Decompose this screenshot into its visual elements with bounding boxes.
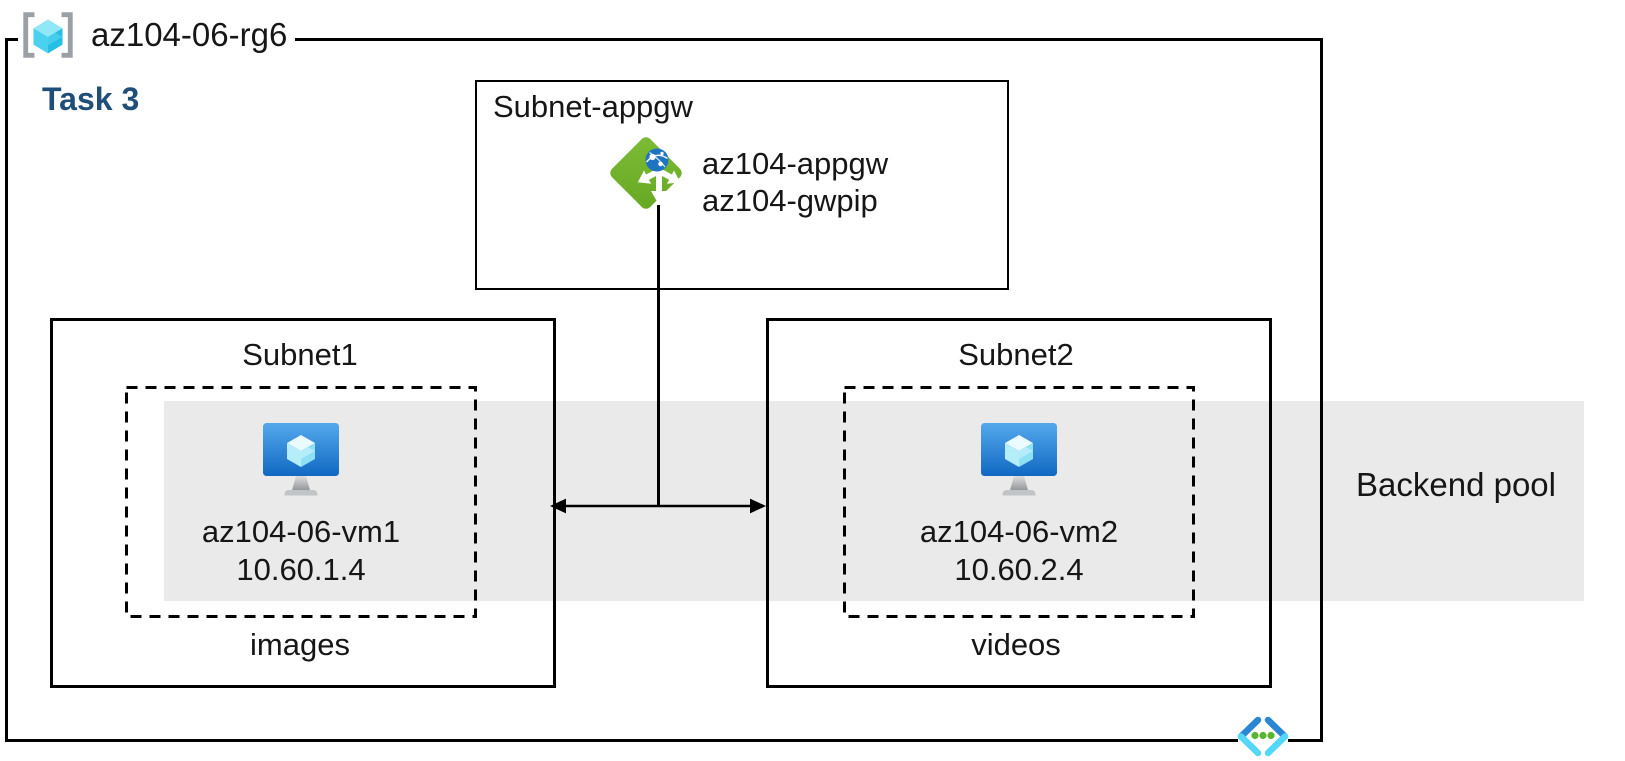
backend-pool-label: Backend pool <box>1356 466 1556 503</box>
application-gateway-labels: az104-appgw az104-gwpip <box>702 145 888 219</box>
vm1-name: az104-06-vm1 <box>201 514 401 549</box>
resource-group-border <box>5 38 1323 742</box>
subnet2-box <box>766 318 1272 688</box>
appgw-name: az104-appgw <box>702 146 889 181</box>
application-gateway-icon <box>604 131 688 220</box>
vm1-ip: 10.60.1.4 <box>236 552 366 587</box>
virtual-network-icon <box>1232 714 1294 761</box>
subnet2-title: Subnet2 <box>958 337 1074 372</box>
virtual-machine-icon <box>979 420 1059 505</box>
subnet1-title: Subnet1 <box>242 337 358 372</box>
subnet1-caption: images <box>250 627 350 662</box>
resource-group-icon <box>18 11 78 59</box>
resource-group-header: az104-06-rg6 <box>18 6 296 64</box>
subnet1-box <box>50 318 556 688</box>
subnet2-caption: videos <box>971 627 1061 662</box>
subnet2-vm-labels: az104-06-vm2 10.60.2.4 <box>843 513 1195 589</box>
resource-group-name: az104-06-rg6 <box>91 16 288 53</box>
appgw-public-ip: az104-gwpip <box>702 183 878 218</box>
virtual-machine-icon <box>261 420 341 505</box>
backend-pool-band <box>164 401 1584 601</box>
vm2-ip: 10.60.2.4 <box>954 552 1084 587</box>
subnet1-vm-dashed-box <box>125 386 477 623</box>
subnet1-vm-labels: az104-06-vm1 10.60.1.4 <box>125 513 477 589</box>
subnet2-vm-dashed-box <box>843 386 1195 623</box>
task-label: Task 3 <box>42 81 140 117</box>
subnet-double-arrow <box>549 492 767 525</box>
subnet-appgw-box <box>475 80 1009 290</box>
vm2-name: az104-06-vm2 <box>919 514 1119 549</box>
subnet-appgw-title: Subnet-appgw <box>493 89 693 124</box>
gateway-connector-line <box>657 205 660 507</box>
